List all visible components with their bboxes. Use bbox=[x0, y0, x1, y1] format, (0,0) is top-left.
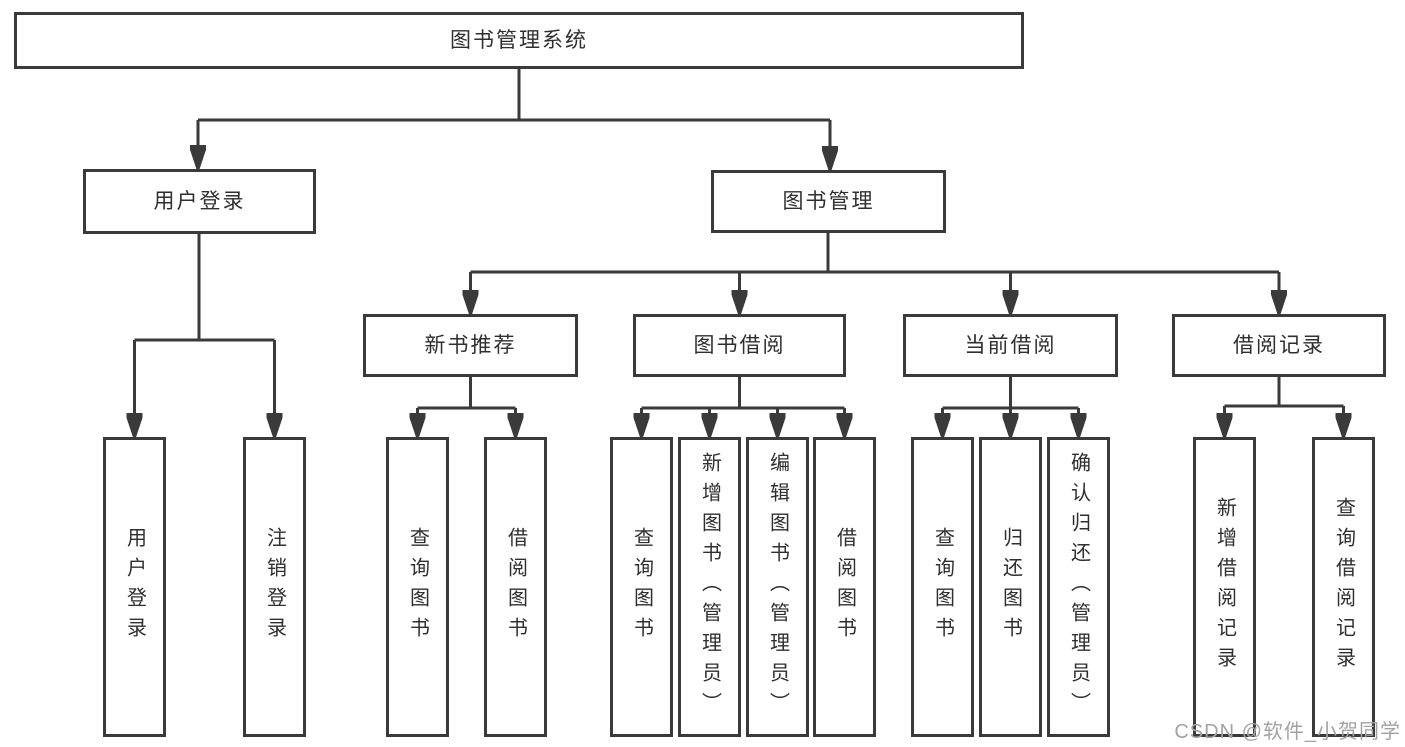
node-current-confirm-return-admin: 确认归还（管理员） bbox=[1047, 437, 1110, 737]
node-user-login-leaf: 用户登录 bbox=[103, 437, 166, 737]
node-borrow-records: 借阅记录 bbox=[1172, 314, 1386, 377]
node-recommend-borrow-book: 借阅图书 bbox=[484, 437, 547, 737]
node-records-add-record: 新增借阅记录 bbox=[1193, 437, 1256, 737]
node-current-query-book: 查询图书 bbox=[911, 437, 974, 737]
node-root: 图书管理系统 bbox=[14, 12, 1024, 69]
node-recommend-query-book: 查询图书 bbox=[386, 437, 449, 737]
node-logout-leaf: 注销登录 bbox=[243, 437, 306, 737]
node-borrow-borrow-book: 借阅图书 bbox=[813, 437, 876, 737]
watermark: CSDN @软件_小贺同学 bbox=[1174, 721, 1401, 743]
node-records-query-record: 查询借阅记录 bbox=[1312, 437, 1375, 737]
node-borrow-edit-book-admin: 编辑图书（管理员） bbox=[746, 437, 809, 737]
node-new-book-recommend: 新书推荐 bbox=[363, 314, 578, 377]
node-book-management: 图书管理 bbox=[711, 170, 946, 233]
node-borrow-query-book: 查询图书 bbox=[610, 437, 673, 737]
node-current-borrow: 当前借阅 bbox=[903, 314, 1118, 377]
node-book-borrow: 图书借阅 bbox=[633, 314, 846, 377]
node-user-login: 用户登录 bbox=[83, 169, 316, 234]
node-borrow-add-book-admin: 新增图书（管理员） bbox=[678, 437, 741, 737]
node-current-return-book: 归还图书 bbox=[979, 437, 1042, 737]
